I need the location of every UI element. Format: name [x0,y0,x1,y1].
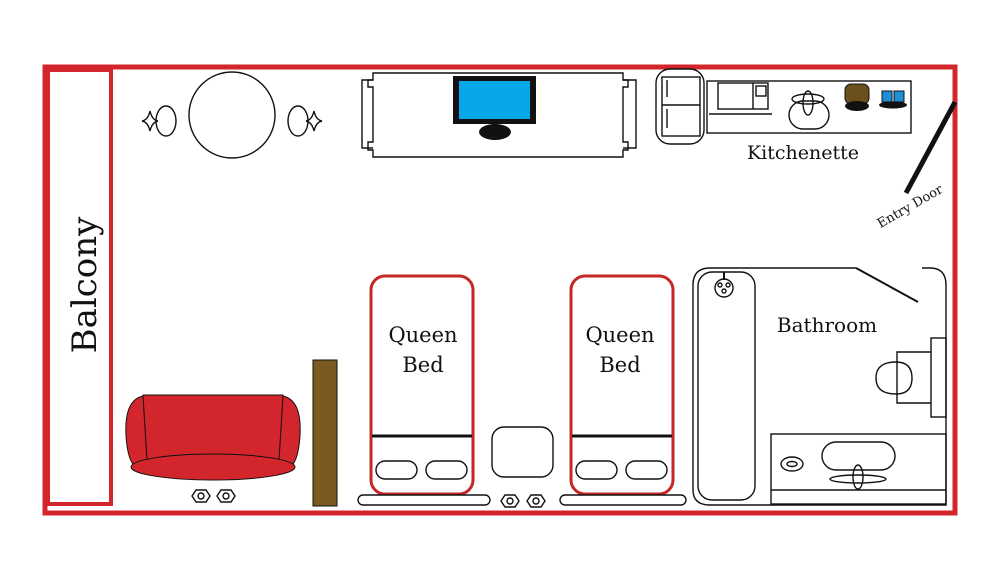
bed-2-label: Bed [599,353,640,377]
bed-2-label: Queen [585,323,654,347]
nightstand[interactable] [491,426,554,478]
soap-icon [780,456,804,472]
sparkle-icon [305,110,323,132]
entry-door[interactable]: Entry Door [875,100,958,232]
bathroom[interactable]: Bathroom [692,267,947,506]
wardrobe[interactable] [312,359,338,507]
toilet-icon [875,337,947,418]
kitchen-sink-icon [788,90,830,130]
slippers-icon [500,494,546,508]
chair-left [155,105,177,137]
dining-table[interactable] [141,71,323,159]
pillow [625,460,668,480]
microwave-icon [709,82,772,115]
queen-bed-2[interactable]: Queen Bed [569,274,675,496]
queen-bed-1[interactable]: Queen Bed [369,274,475,496]
kitchen-counter [706,80,912,134]
pillow [575,460,618,480]
sink-icon [821,441,896,471]
bench [357,494,491,506]
pillow [375,460,418,480]
slippers-icon [191,489,236,503]
showerhead-icon [714,278,734,298]
bench [559,494,687,506]
refrigerator[interactable] [655,68,705,145]
outer-wall [42,64,958,516]
chair-right [287,105,309,137]
balcony-area[interactable]: Balcony [46,68,113,506]
tv-screen-icon [459,81,530,119]
shower [697,271,756,501]
bathroom-label: Bathroom [777,313,877,337]
kitchenette-label: Kitchenette [747,142,859,164]
sparkle-icon [141,110,159,132]
tv-console[interactable] [361,72,637,158]
toaster-icon [879,90,907,109]
tv-stand-icon [479,124,511,140]
bathroom-vanity [770,433,947,505]
balcony-label: Balcony [65,216,105,354]
coffee-maker-icon [844,83,870,111]
pillow [425,460,468,480]
sofa[interactable] [125,394,301,481]
bed-1-label: Queen [388,323,457,347]
bed-1-label: Bed [402,353,443,377]
